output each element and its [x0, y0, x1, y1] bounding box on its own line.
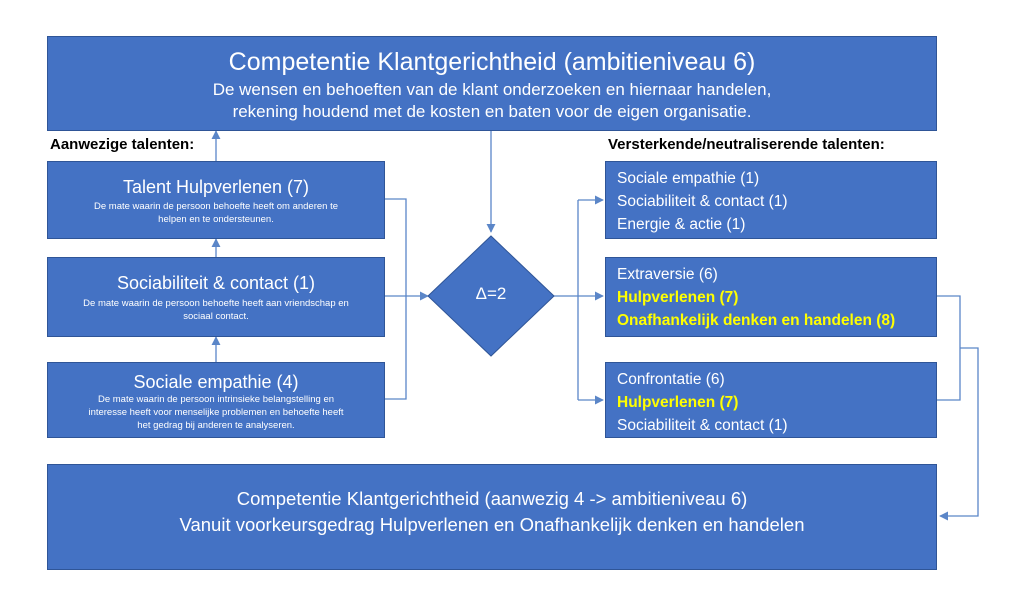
right-box-line: Sociabiliteit & contact (1)	[617, 193, 788, 210]
arrow-right-to-bottom	[939, 347, 979, 521]
top-box-line-1: De wensen en behoeften van de klant onde…	[212, 80, 772, 99]
right-box-line-highlighted: Onafhankelijk denken en handelen (8)	[617, 312, 896, 329]
left-box-title: Talent Hulpverlenen (7)	[122, 177, 310, 197]
left-header: Aanwezige talenten:	[50, 136, 195, 153]
left-box-desc-line: De mate waarin de persoon behoefte heeft…	[94, 201, 338, 212]
top-competence-box: Competentie Klantgerichtheid (ambitieniv…	[47, 36, 937, 131]
left-box-hulpverlenen: Talent Hulpverlenen (7) De mate waarin d…	[47, 161, 385, 239]
connector-right-bracket	[937, 295, 961, 401]
left-box-title: Sociabiliteit & contact (1)	[116, 273, 316, 293]
right-box-line-highlighted: Hulpverlenen (7)	[617, 289, 739, 306]
left-box-desc-line: het gedrag bij anderen te analyseren.	[137, 420, 295, 431]
left-box-desc-line: helpen en te ondersteunen.	[158, 214, 274, 225]
left-box-title: Sociale empathie (4)	[133, 372, 299, 392]
top-box-title: Competentie Klantgerichtheid (ambitieniv…	[228, 48, 756, 76]
right-box-line: Confrontatie (6)	[617, 371, 725, 388]
diamond-label: Δ=2	[475, 284, 507, 303]
left-box-empathie: Sociale empathie (4) De mate waarin de p…	[47, 362, 385, 438]
right-box-line: Sociale empathie (1)	[617, 170, 760, 187]
left-box-desc-line: interesse heeft voor menselijke probleme…	[88, 407, 344, 418]
right-header: Versterkende/neutraliserende talenten:	[608, 136, 885, 153]
right-box-line: Sociabiliteit & contact (1)	[617, 417, 788, 434]
bottom-box-line-2: Vanuit voorkeursgedrag Hulpverlenen en O…	[179, 514, 805, 535]
right-box-3: Confrontatie (6) Hulpverlenen (7) Sociab…	[605, 362, 937, 438]
decision-diamond	[427, 235, 555, 357]
right-box-line: Extraversie (6)	[617, 266, 718, 283]
right-box-line-highlighted: Hulpverlenen (7)	[617, 394, 739, 411]
left-box-sociabiliteit: Sociabiliteit & contact (1) De mate waar…	[47, 257, 385, 337]
right-box-line: Energie & actie (1)	[617, 216, 746, 233]
top-box-line-2: rekening houdend met de kosten en baten …	[232, 102, 752, 121]
bottom-competence-box: Competentie Klantgerichtheid (aanwezig 4…	[47, 464, 937, 570]
right-box-2: Extraversie (6) Hulpverlenen (7) Onafhan…	[605, 257, 937, 337]
left-box-desc-line: sociaal contact.	[183, 311, 249, 322]
right-box-1: Sociale empathie (1) Sociabiliteit & con…	[605, 161, 937, 239]
connector-left-bracket	[385, 198, 407, 400]
left-box-desc-line: De mate waarin de persoon behoefte heeft…	[83, 298, 349, 309]
left-box-desc-line: De mate waarin de persoon intrinsieke be…	[97, 394, 335, 405]
bottom-box-line-1: Competentie Klantgerichtheid (aanwezig 4…	[236, 488, 748, 509]
